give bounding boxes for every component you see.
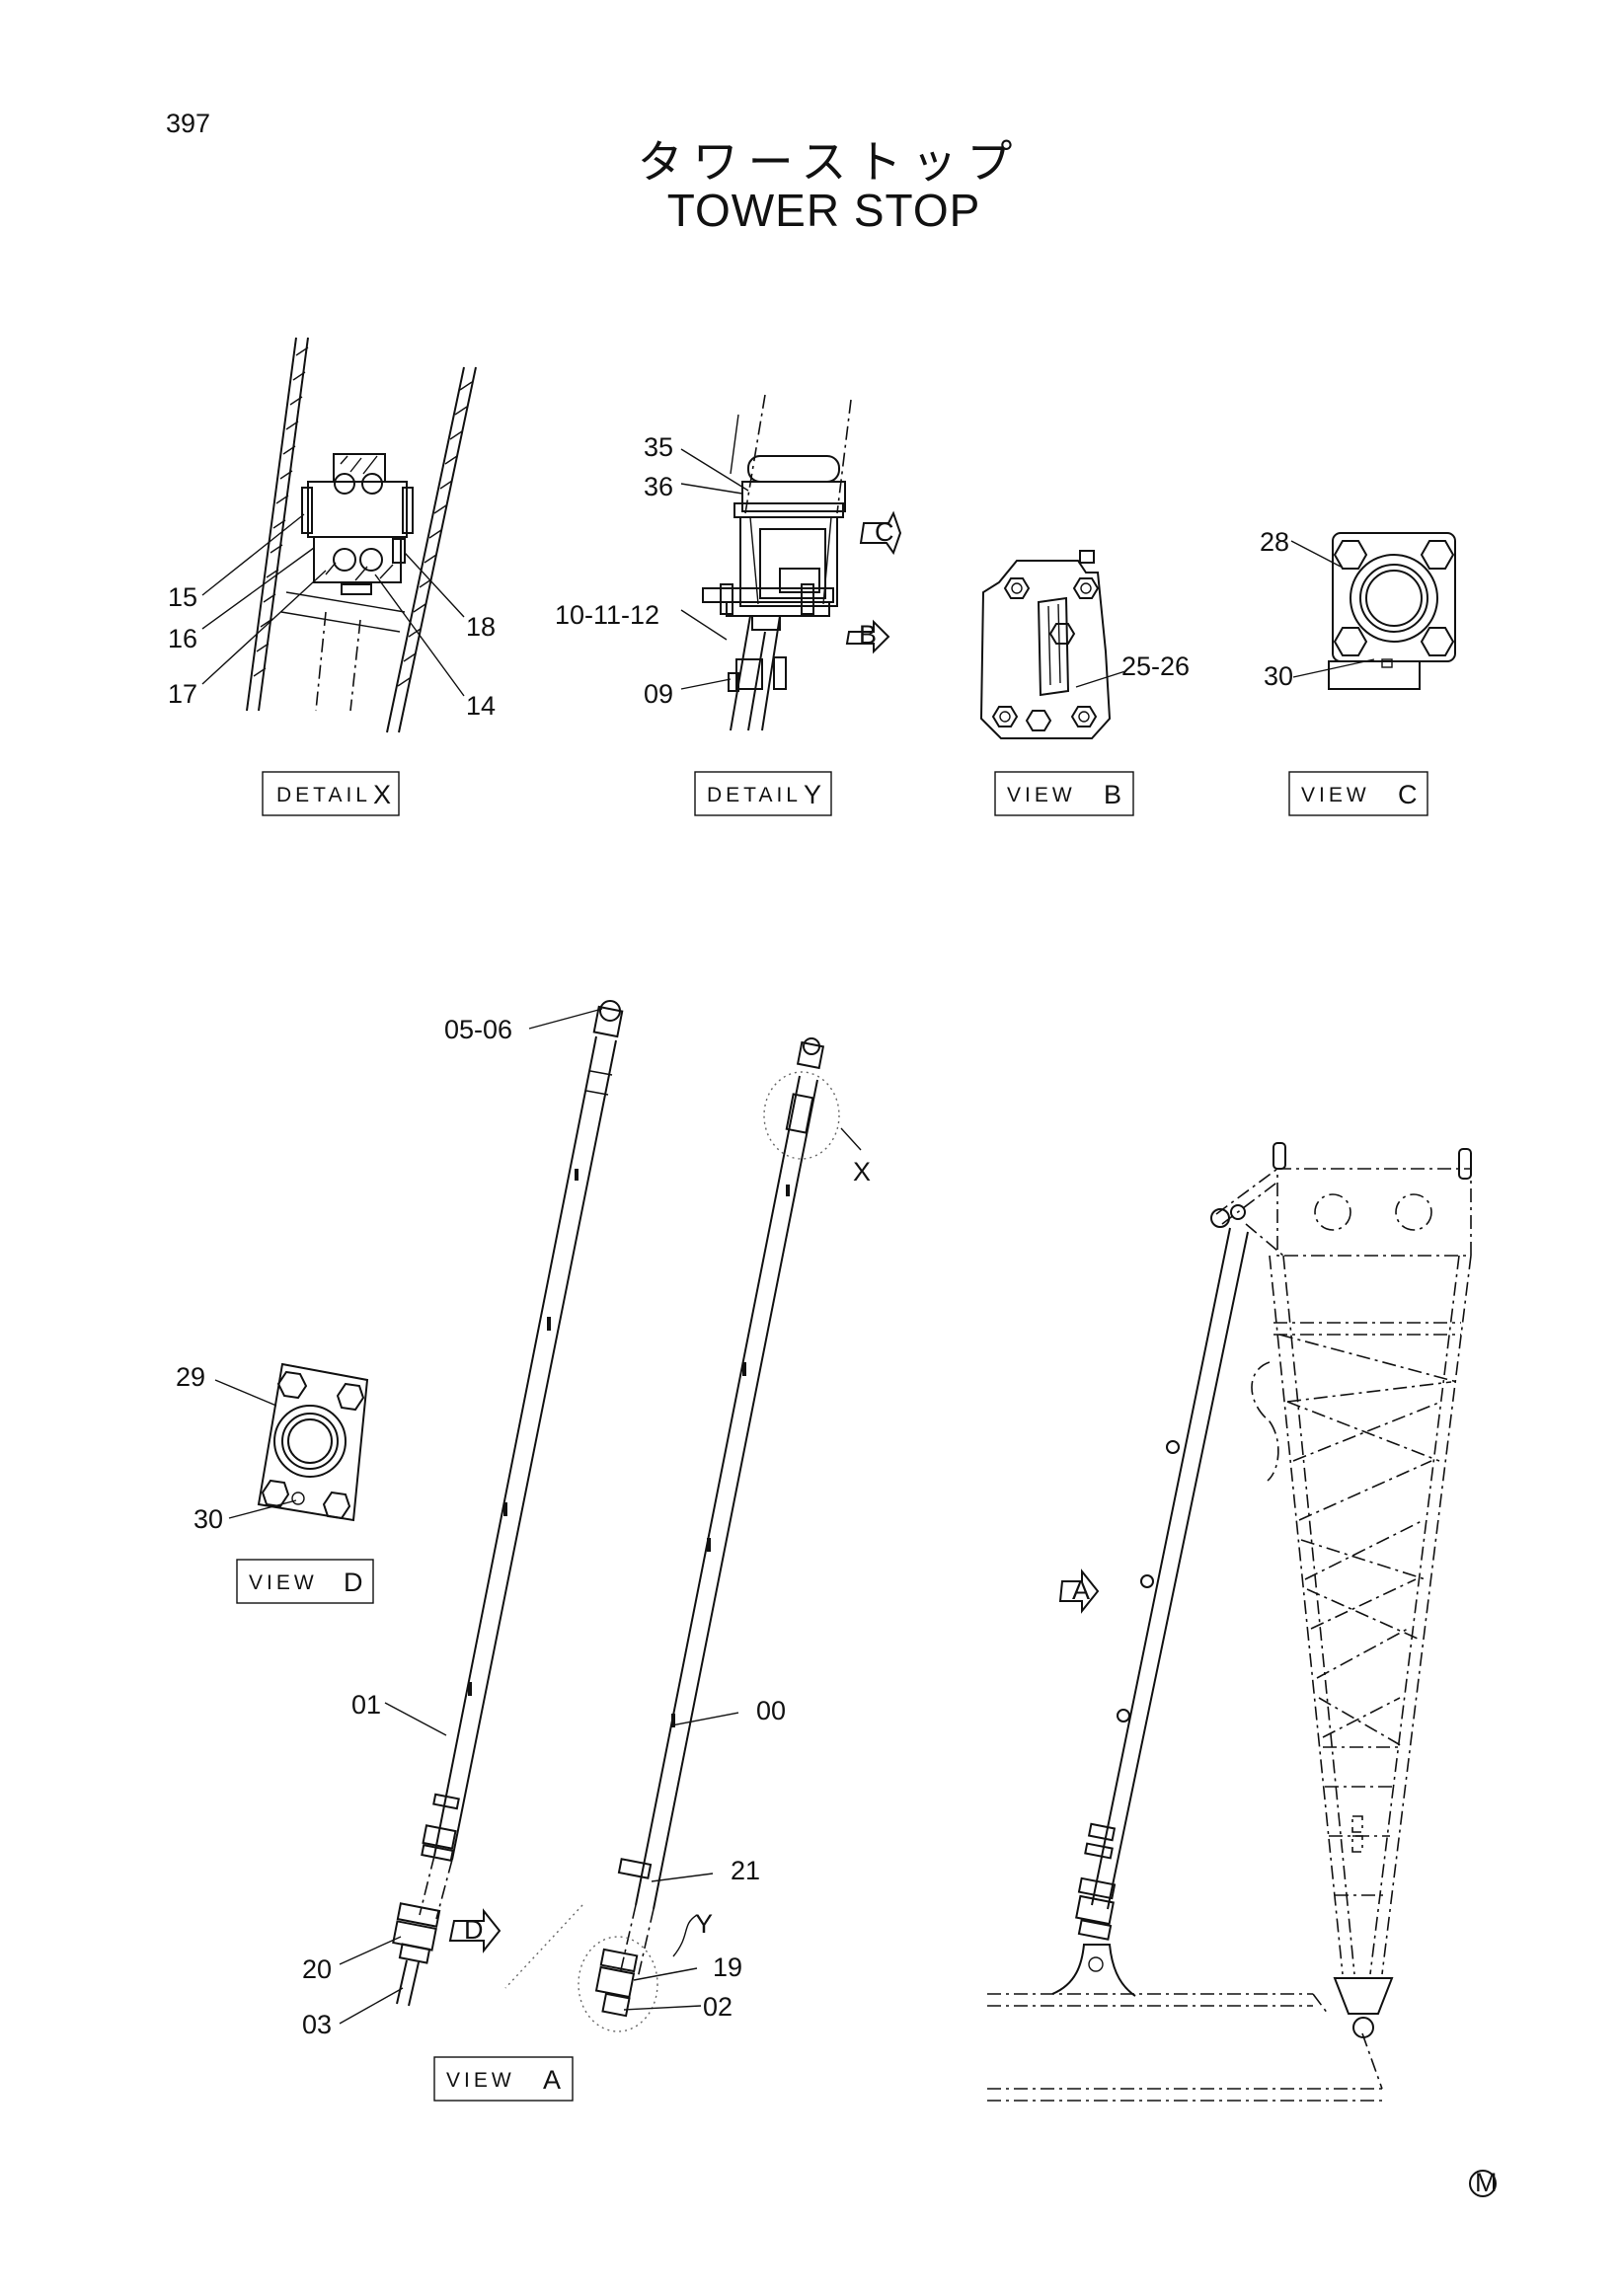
- svg-text:M: M: [1475, 2168, 1498, 2197]
- label-view-c: VIEW C: [1288, 771, 1428, 816]
- view-c-drawing: [1290, 532, 1456, 690]
- callout-05-06: 05-06: [444, 1015, 512, 1044]
- callout-14: 14: [466, 691, 496, 721]
- boom-assembly-drawing: [987, 1142, 1472, 2102]
- arrow-letter-b: B: [859, 620, 877, 650]
- cylinder-00-drawing: [504, 1037, 862, 2032]
- svg-text:B: B: [1104, 780, 1125, 809]
- label-view-b: VIEW B: [994, 771, 1134, 816]
- callout-20: 20: [302, 1954, 332, 1984]
- callout-10-11-12: 10-11-12: [555, 600, 659, 630]
- label-view-a: VIEW A: [433, 2056, 574, 2102]
- svg-text:VIEW: VIEW: [1301, 784, 1370, 806]
- svg-text:VIEW: VIEW: [1007, 784, 1076, 806]
- callout-18: 18: [466, 612, 496, 642]
- callout-09: 09: [644, 679, 673, 709]
- callout-16: 16: [168, 624, 197, 653]
- svg-text:VIEW: VIEW: [446, 2069, 515, 2092]
- callout-28: 28: [1260, 527, 1289, 557]
- label-detail-y: DETAIL Y: [694, 771, 832, 816]
- arrow-c-shape: [859, 510, 902, 556]
- svg-text:D: D: [344, 1568, 367, 1597]
- svg-text:DETAIL: DETAIL: [707, 784, 802, 806]
- callout-00: 00: [756, 1696, 786, 1725]
- arrow-letter-d: D: [464, 1915, 484, 1945]
- callout-21: 21: [731, 1856, 760, 1885]
- callout-01: 01: [351, 1690, 381, 1720]
- label-detail-x: DETAIL X: [262, 771, 400, 816]
- arrow-letter-y: Y: [695, 1909, 713, 1939]
- callout-02: 02: [703, 1992, 733, 2022]
- arrow-letter-a: A: [1072, 1575, 1090, 1605]
- callout-35: 35: [644, 432, 673, 462]
- callout-03: 03: [302, 2010, 332, 2039]
- cylinder-01-drawing: [339, 1000, 624, 2025]
- view-b-drawing: [979, 550, 1126, 739]
- arrow-b-shape: [845, 619, 890, 654]
- detail-x-drawing: [201, 337, 477, 733]
- arrow-a-shape: [1058, 1569, 1100, 1614]
- page-number: 397: [166, 109, 211, 138]
- svg-text:DETAIL: DETAIL: [276, 784, 371, 806]
- callout-25-26: 25-26: [1121, 651, 1190, 681]
- callout-30-view-d: 30: [193, 1504, 223, 1534]
- callout-30-view-c: 30: [1264, 661, 1293, 691]
- svg-text:X: X: [373, 780, 395, 809]
- callout-29: 29: [176, 1362, 205, 1392]
- callout-19: 19: [713, 1952, 742, 1982]
- title-english: TOWER STOP: [666, 185, 981, 236]
- svg-text:Y: Y: [804, 780, 825, 809]
- arrow-letter-c: C: [875, 517, 894, 547]
- label-view-d: VIEW D: [236, 1559, 374, 1604]
- callout-36: 36: [644, 472, 673, 501]
- detail-y-drawing: [680, 394, 902, 731]
- svg-text:C: C: [1398, 780, 1422, 809]
- callout-17: 17: [168, 679, 197, 709]
- arrow-letter-x: X: [853, 1157, 871, 1186]
- arrow-d-shape: [448, 1908, 501, 1953]
- svg-text:A: A: [543, 2065, 565, 2095]
- callout-15: 15: [168, 582, 197, 612]
- corner-mark: M: [1469, 2168, 1498, 2197]
- svg-text:VIEW: VIEW: [249, 1571, 318, 1594]
- title-japanese: タワーストップ: [637, 136, 1023, 188]
- view-d-drawing: [214, 1362, 369, 1522]
